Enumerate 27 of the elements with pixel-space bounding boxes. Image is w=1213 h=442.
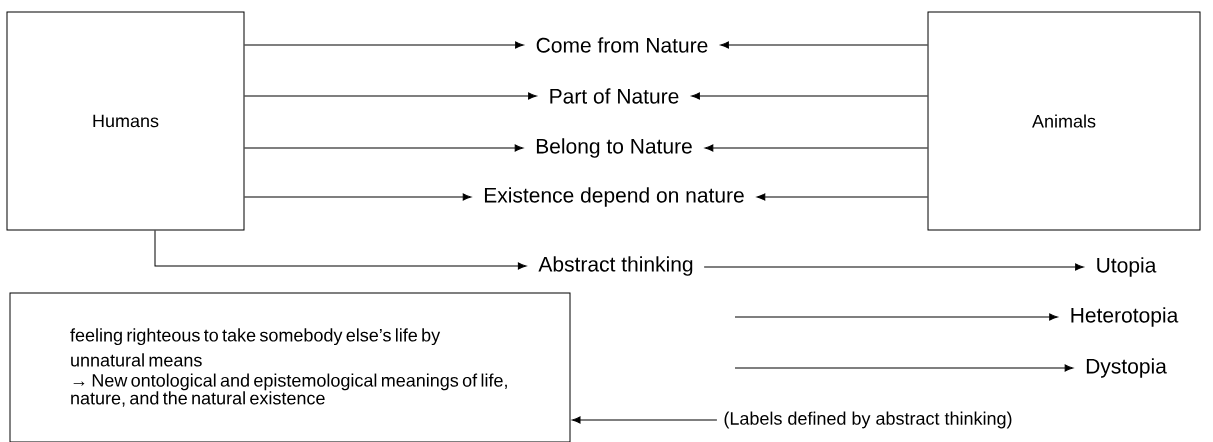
note-text: → New ontological and epistemological meanings of life, nature, and the natural existence [71, 373, 507, 407]
arrow [571, 416, 718, 424]
arrow [703, 263, 1084, 271]
concept-label: Belong to Nature [536, 138, 692, 158]
note-box [9, 292, 571, 442]
arrow [704, 144, 928, 152]
concept-label: Utopia [1097, 257, 1157, 277]
arrow [691, 92, 928, 100]
arrow [244, 193, 472, 201]
arrow [734, 313, 1058, 321]
concept-label: Come from Nature [536, 37, 708, 53]
arrow [756, 193, 928, 201]
arrow [720, 41, 928, 49]
concept-label: Dystopia [1086, 358, 1167, 378]
arrow [154, 230, 527, 270]
group-box: Animals [927, 11, 1201, 231]
note-text: feeling righteous to take somebody else’s life by unnatural means [70, 328, 441, 367]
group-box: Humans [6, 11, 245, 231]
arrow [244, 41, 524, 49]
arrow [734, 364, 1074, 372]
concept-label: Existence depend on nature [484, 187, 744, 207]
arrow [244, 144, 524, 152]
concept-label: Heterotopia [1071, 307, 1179, 327]
concept-label: Abstract thinking [538, 256, 693, 276]
note-label: (Labels defined by abstract thinking) [724, 411, 1012, 429]
arrow [244, 92, 537, 100]
concept-label: Part of Nature [550, 88, 679, 104]
